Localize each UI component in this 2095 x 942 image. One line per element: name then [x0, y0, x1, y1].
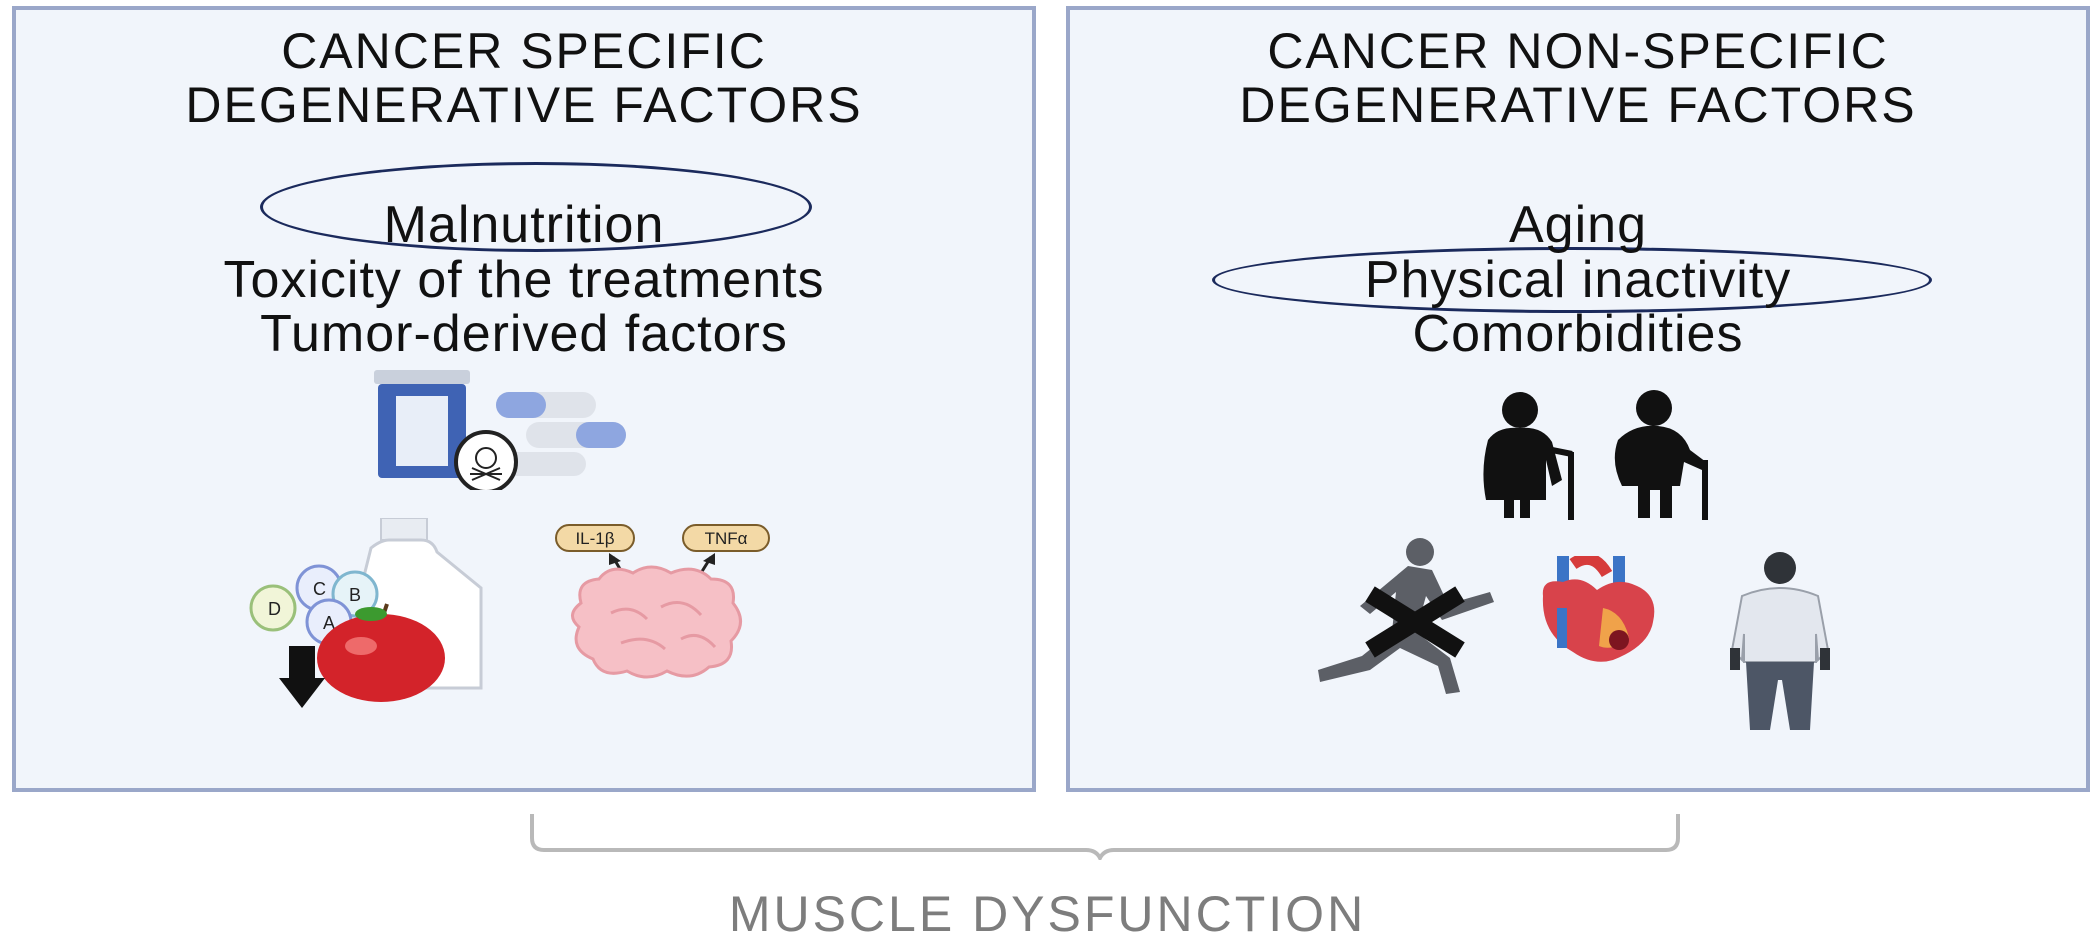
cancer-non-specific-title-line1: CANCER NON-SPECIFIC: [1267, 23, 1888, 79]
heart-icon: [1543, 556, 1654, 662]
tumor-illustration: IL-1β TNFα: [551, 523, 776, 683]
runner-crossed-icon: [1318, 538, 1494, 694]
elderly-man-icon: [1615, 390, 1708, 520]
cancer-specific-title: CANCER SPECIFIC DEGENERATIVE FACTORS: [16, 24, 1032, 132]
aging-illustration: [1458, 390, 1758, 525]
factor-physical-inactivity: Physical inactivity: [1070, 253, 2086, 307]
physical-inactivity-illustration: [1300, 532, 1520, 702]
cancer-specific-panel: CANCER SPECIFIC DEGENERATIVE FACTORS Mal…: [12, 6, 1036, 792]
cancer-specific-title-line1: CANCER SPECIFIC: [281, 23, 767, 79]
vitamin-c-label: C: [313, 579, 326, 599]
vitamin-d-label: D: [268, 599, 281, 619]
factor-malnutrition: Malnutrition: [16, 198, 1032, 252]
cancer-non-specific-title-line2: DEGENERATIVE FACTORS: [1239, 77, 1916, 133]
muscle-dysfunction-label: MUSCLE DYSFUNCTION: [0, 887, 2095, 941]
tumor-icon: [572, 567, 740, 677]
toxic-symbol-icon: [456, 432, 516, 490]
comorbidities-heart-illustration: [1533, 556, 1663, 666]
vitamin-b-label: B: [349, 585, 361, 605]
medication-illustration: [366, 370, 636, 490]
il1b-label: IL-1β: [575, 529, 614, 548]
obese-person-icon: [1730, 552, 1830, 730]
factor-comorbidities: Comorbidities: [1070, 307, 2086, 361]
cancer-non-specific-title: CANCER NON-SPECIFIC DEGENERATIVE FACTORS: [1070, 24, 2086, 132]
nutrition-illustration: D C B A: [221, 518, 491, 713]
tnfa-label: TNFα: [705, 529, 748, 548]
cancer-specific-title-line2: DEGENERATIVE FACTORS: [185, 77, 862, 133]
cancer-non-specific-panel: CANCER NON-SPECIFIC DEGENERATIVE FACTORS…: [1066, 6, 2090, 792]
bracket-connector: [530, 810, 1680, 860]
elderly-woman-icon: [1483, 392, 1574, 520]
comorbidities-obesity-illustration: [1720, 550, 1840, 740]
cytokine-tnfa-badge: TNFα: [683, 525, 769, 551]
cytokine-il1b-badge: IL-1β: [556, 525, 634, 551]
factor-aging: Aging: [1070, 198, 2086, 252]
factor-toxicity-of-treatments: Toxicity of the treatments: [16, 253, 1032, 307]
factor-tumor-derived: Tumor-derived factors: [16, 307, 1032, 361]
